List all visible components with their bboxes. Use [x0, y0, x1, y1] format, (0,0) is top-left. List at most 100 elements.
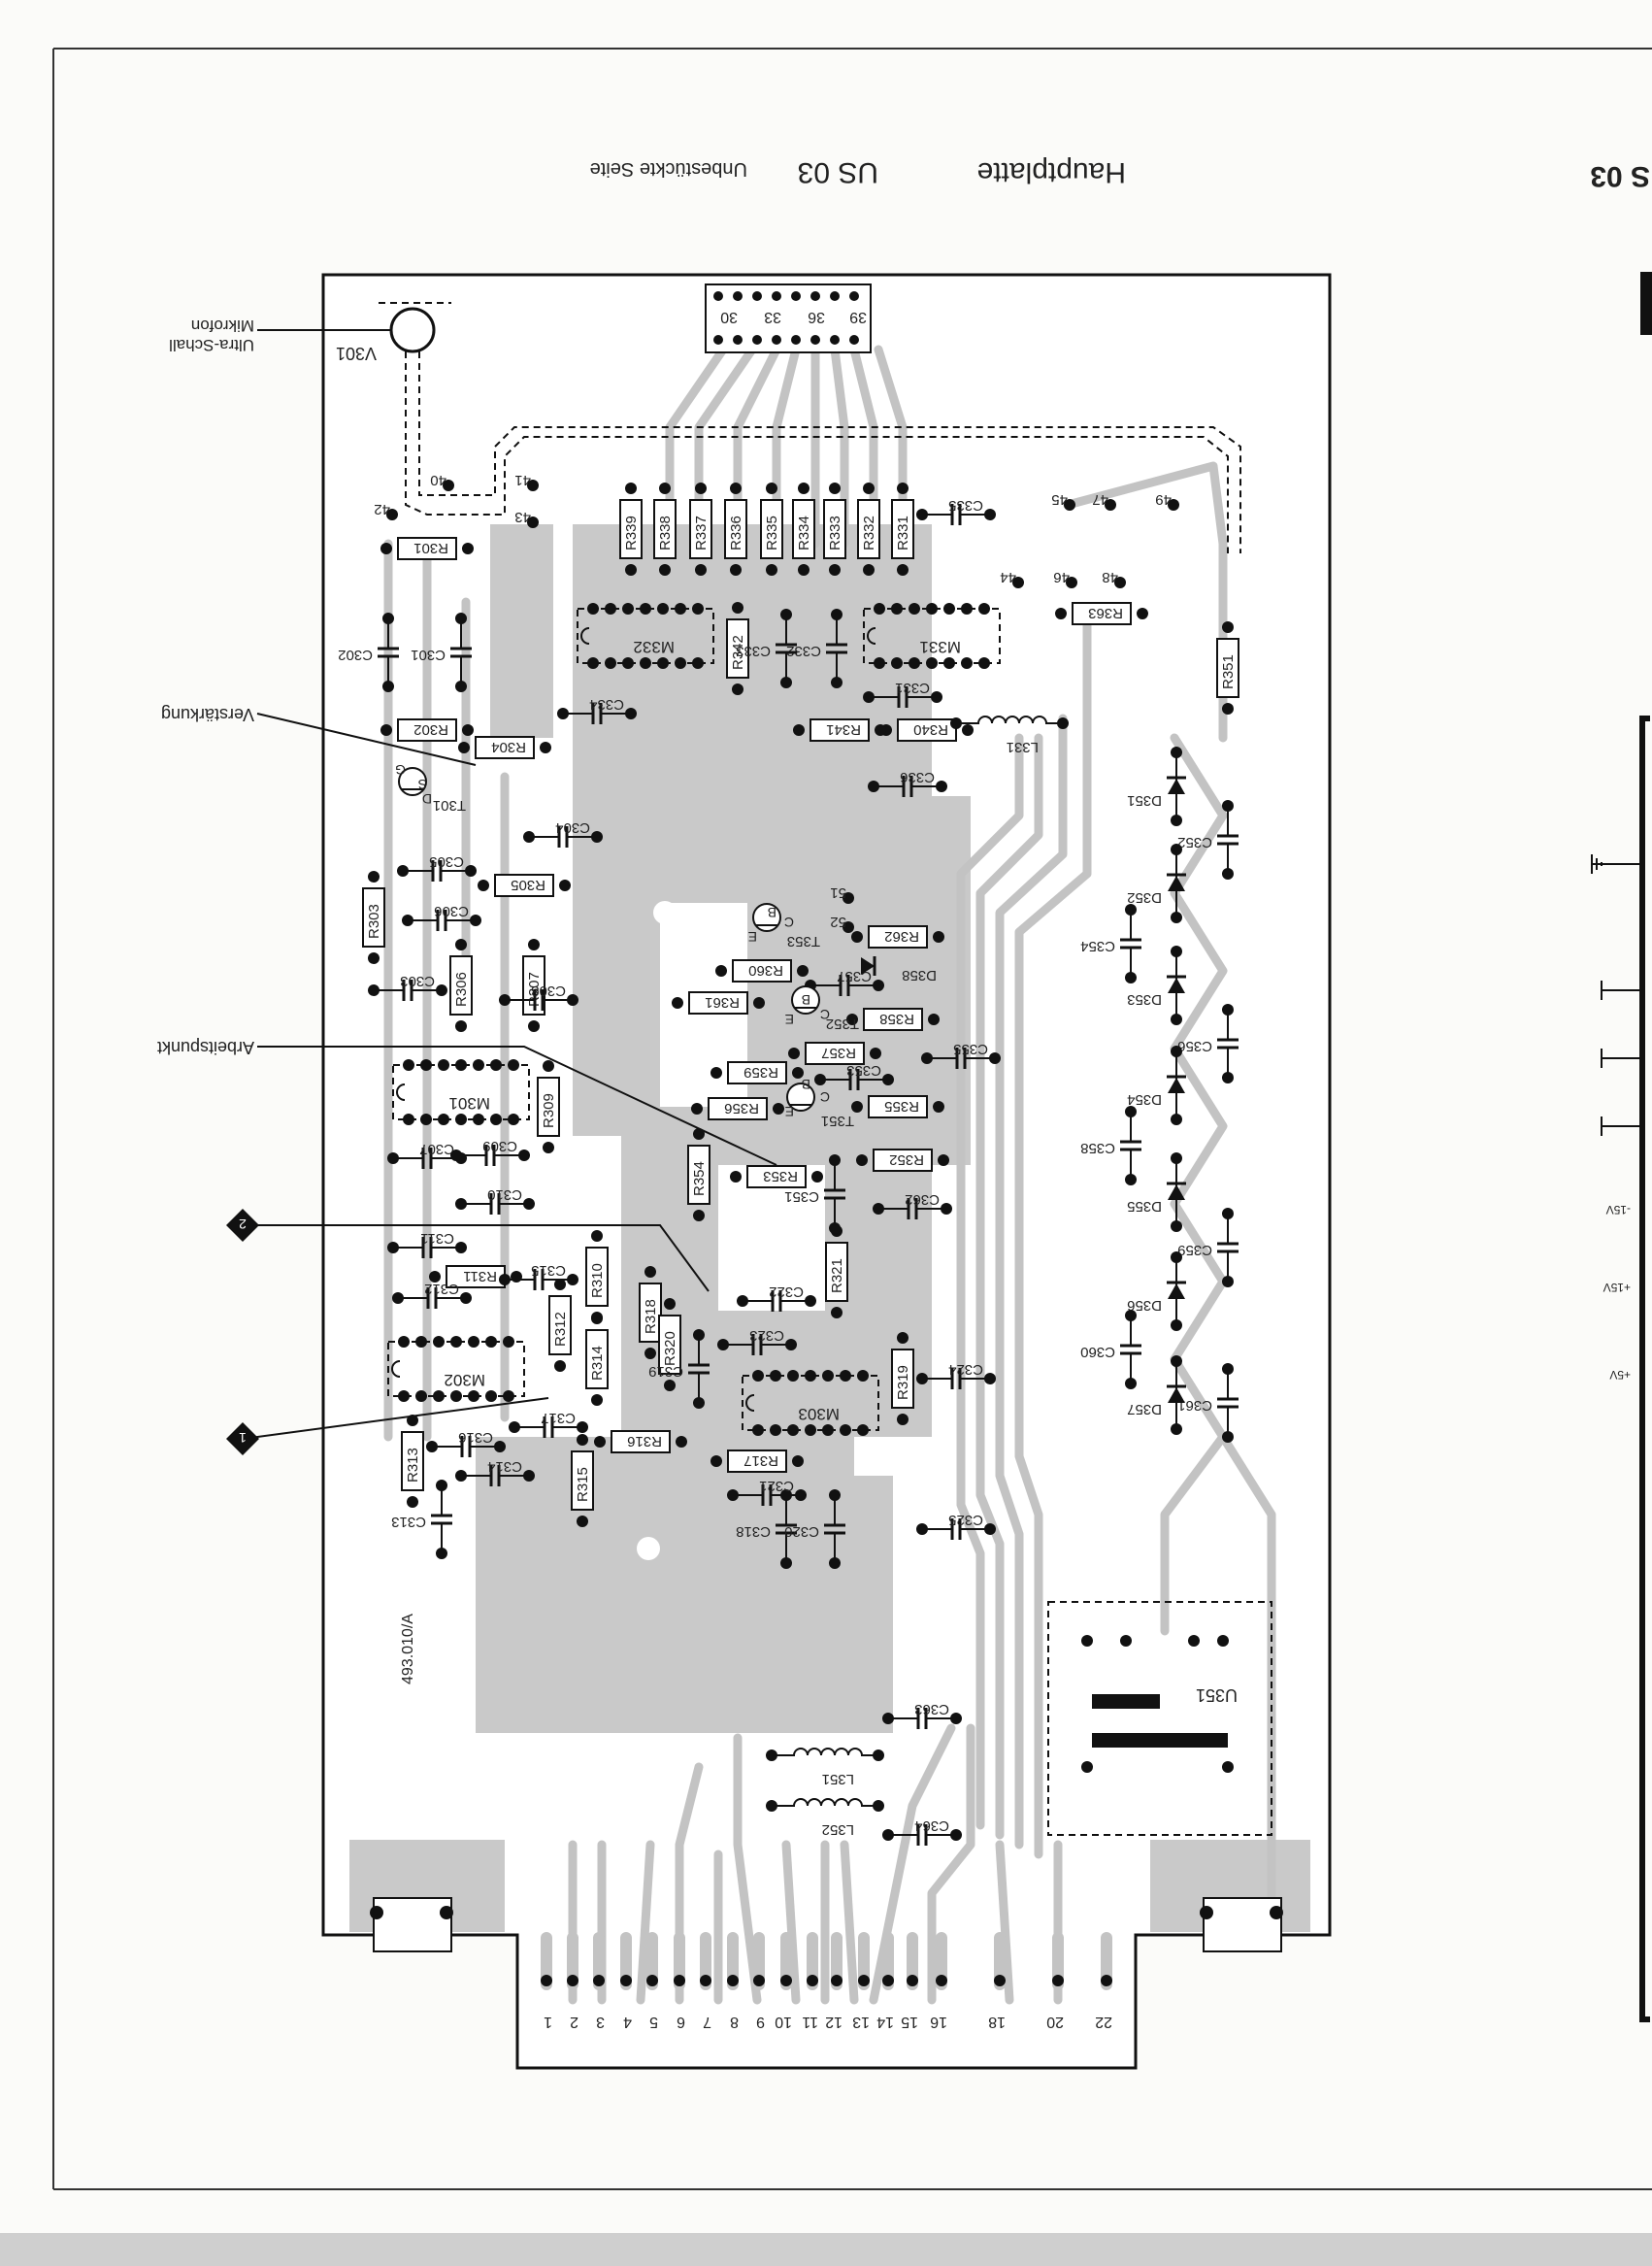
edge-pin-label-3: 3	[596, 2014, 605, 2030]
ic-label-m303: M303	[798, 1405, 840, 1423]
capacitor-label-c310: C310	[487, 1186, 522, 1203]
transistor-t352: T352	[791, 985, 859, 1032]
resistor-r307: R307	[522, 939, 545, 1032]
edge-pin-label-4: 4	[623, 2014, 632, 2030]
u351-bar-2	[1092, 1733, 1228, 1748]
pin-letter-7: C	[820, 1007, 830, 1022]
diode-label-d356: D356	[1127, 1297, 1162, 1314]
edge-pin-6: 6	[674, 1932, 685, 2030]
resistor-r305: R305	[478, 874, 571, 897]
capacitor-label-c334: C334	[589, 696, 624, 713]
capacitor-c335: C335	[916, 497, 996, 525]
connector-label-39: 39	[849, 309, 867, 325]
capacitor-c316: C316	[426, 1429, 506, 1457]
resistor-r310: R310	[585, 1230, 609, 1323]
resistor-r339: R339	[619, 483, 643, 576]
edge-pin-label-7: 7	[703, 2014, 711, 2030]
resistor-label-r318: R318	[643, 1299, 659, 1334]
capacitor-c351: C351	[784, 1154, 845, 1234]
resistor-r332: R332	[857, 483, 880, 576]
resistor-label-r315: R315	[575, 1467, 591, 1502]
capacitor-label-c307: C307	[419, 1141, 454, 1157]
resistor-label-r361: R361	[705, 994, 740, 1011]
pin-letter-11: E	[785, 1104, 794, 1119]
diode-label-d354: D354	[1127, 1091, 1162, 1108]
connector-label-30: 30	[720, 309, 738, 325]
capacitor-c334: C334	[557, 696, 637, 724]
capacitor-c331: C331	[863, 680, 942, 708]
capacitor-c313: C313	[391, 1480, 452, 1559]
resistor-r314: R314	[585, 1313, 609, 1406]
mounting-hole-2	[637, 1537, 660, 1560]
capacitor-label-c336: C336	[900, 769, 935, 785]
capacitor-label-c324: C324	[948, 1361, 983, 1378]
rail-label-plus15: +15V	[1603, 1281, 1631, 1294]
resistor-r342: R342	[726, 602, 749, 695]
resistor-r335: R335	[760, 483, 783, 576]
capacitor-c302: C302	[338, 613, 399, 692]
transistor-label-t353: T353	[787, 933, 820, 950]
edge-pin-11: 11	[802, 1932, 818, 2030]
resistor-r352: R352	[856, 1149, 949, 1172]
capacitor-c308: C308	[499, 983, 578, 1011]
capacitor-c301: C301	[411, 613, 472, 692]
capacitor-c358: C358	[1080, 1106, 1141, 1185]
resistor-label-r363: R363	[1088, 605, 1123, 621]
callout-line-2	[243, 1224, 710, 1292]
resistor-label-r351: R351	[1220, 654, 1237, 689]
capacitor-label-c321: C321	[759, 1478, 794, 1494]
pin-letter-5: E	[748, 929, 757, 945]
edge-pin-label-20: 20	[1046, 2014, 1064, 2030]
pin-letter-9: B	[802, 1077, 810, 1092]
edge-pin-13: 13	[852, 1932, 870, 2030]
capacitor-label-c352: C352	[1177, 834, 1212, 850]
transistor-t301: T301	[398, 767, 466, 814]
capacitor-c303: C303	[368, 973, 447, 1001]
capacitor-c324: C324	[916, 1361, 996, 1389]
capacitor-c360: C360	[1080, 1310, 1141, 1389]
resistor-label-r311: R311	[463, 1268, 497, 1284]
resistor-r312: R312	[548, 1279, 572, 1372]
resistor-label-r355: R355	[884, 1098, 919, 1115]
pin-letter-2: G	[395, 762, 406, 778]
right-panel-block	[1640, 272, 1652, 335]
test-point-44: 44	[1000, 569, 1024, 588]
resistor-r356: R356	[691, 1097, 784, 1120]
resistor-label-r338: R338	[657, 516, 674, 550]
edge-connector-tracks	[568, 1723, 1063, 2005]
capacitor-c320: C320	[784, 1489, 845, 1569]
capacitor-label-c309: C309	[482, 1138, 517, 1154]
edge-pin-label-18: 18	[988, 2014, 1006, 2030]
callout-ultraschall-line1: Ultra-Schall	[169, 336, 254, 354]
u351-outline	[1047, 1601, 1272, 1836]
test-point-label-42: 42	[374, 501, 390, 517]
edge-pin-2: 2	[567, 1932, 578, 2030]
capacitor-c332: C332	[786, 609, 847, 688]
capacitor-label-c305: C305	[429, 853, 464, 870]
mounting-hole-1	[653, 901, 677, 924]
capacitor-label-c322: C322	[769, 1283, 804, 1300]
capacitor-label-c359: C359	[1177, 1242, 1212, 1258]
callout-line-verstaerkung	[256, 713, 477, 766]
diode-label-d352: D352	[1127, 889, 1162, 906]
resistor-r317: R317	[710, 1450, 804, 1473]
capacitor-c322: C322	[737, 1283, 816, 1312]
edge-pin-15: 15	[901, 1932, 918, 2030]
capacitor-c362: C362	[873, 1191, 952, 1219]
rail-labels: -15V +15V +5V	[1591, 854, 1640, 1382]
resistor-r331: R331	[891, 483, 914, 576]
tab-left	[373, 1897, 452, 1952]
ic-label-m301: M301	[448, 1094, 490, 1113]
edge-pin-label-2: 2	[570, 2014, 578, 2030]
ic-m303: M303	[742, 1370, 879, 1436]
edge-pin-label-15: 15	[901, 2014, 918, 2030]
inductor-label-l351: L351	[822, 1771, 854, 1787]
resistor-label-r312: R312	[552, 1312, 569, 1347]
test-point-label-47: 47	[1092, 491, 1108, 508]
resistor-r353: R353	[730, 1165, 823, 1188]
capacitor-c317: C317	[509, 1410, 588, 1438]
resistor-label-r319: R319	[895, 1365, 911, 1400]
capacitor-c325: C325	[916, 1512, 996, 1540]
capacitor-label-c354: C354	[1080, 938, 1115, 954]
u351-bar-1	[1092, 1694, 1160, 1709]
